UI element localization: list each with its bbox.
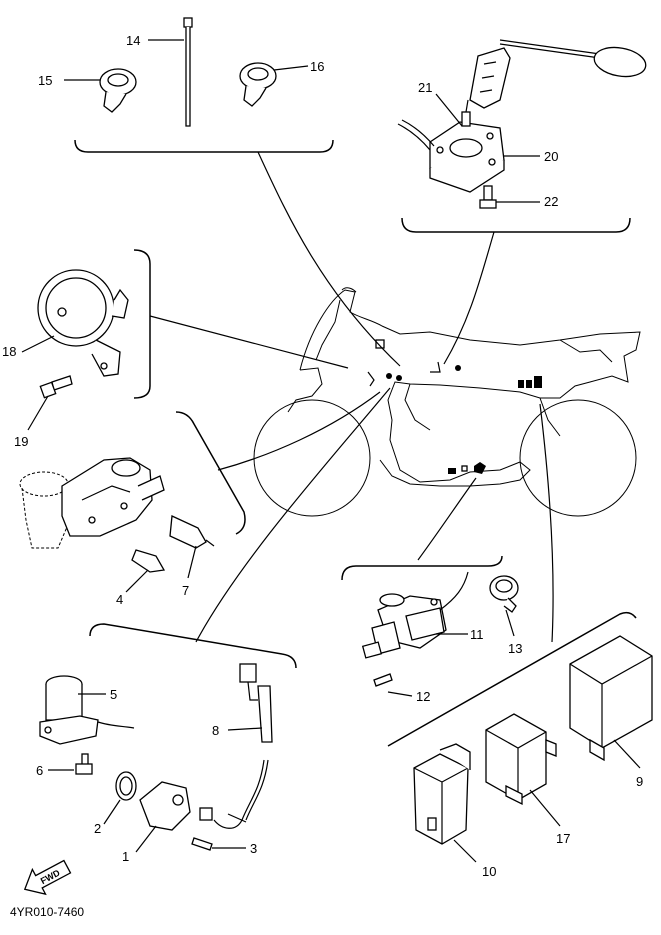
forward-direction-arrow: FWD xyxy=(23,859,72,896)
sensor-part-4 xyxy=(131,549,166,573)
leader-line-clamps xyxy=(257,151,401,367)
clamp-part-16 xyxy=(239,62,277,107)
callout-17: 17 xyxy=(556,831,570,846)
callout-13: 13 xyxy=(508,641,522,656)
callout-18: 18 xyxy=(2,344,16,359)
callout-16: 16 xyxy=(310,59,324,74)
callout-10: 10 xyxy=(482,864,496,879)
clamp-part-13 xyxy=(489,575,519,613)
part-group-thermostat: 7 4 xyxy=(19,411,246,607)
temp-sensor-part xyxy=(169,515,207,549)
relay-part-9 xyxy=(569,635,653,762)
part-group-clamps-top: 14 15 16 xyxy=(38,17,334,153)
relay-part-17 xyxy=(485,713,557,806)
part-group-pump: 11 12 13 xyxy=(341,555,522,704)
leader-line-fuel-sender xyxy=(443,231,495,365)
relay-part-10 xyxy=(413,743,471,845)
callout-14: 14 xyxy=(126,33,140,48)
leader-line-thermostat xyxy=(217,391,381,471)
horn-bolt-part xyxy=(39,375,73,399)
callout-20: 20 xyxy=(544,149,558,164)
callout-21: 21 xyxy=(418,80,432,95)
motorcycle-outline xyxy=(253,287,641,517)
callout-5: 5 xyxy=(110,687,117,702)
bolt-part-3 xyxy=(191,837,213,851)
leader-line-sensors xyxy=(195,387,391,643)
callout-4: 4 xyxy=(116,592,123,607)
callout-9: 9 xyxy=(636,774,643,789)
part-group-relays: 9 17 10 xyxy=(387,611,653,879)
catalog-code: 4YR010-7460 xyxy=(10,905,84,919)
wire-harness-part xyxy=(199,663,273,829)
cover-part xyxy=(139,781,191,831)
solenoid-part xyxy=(39,675,135,745)
callout-3: 3 xyxy=(250,841,257,856)
part-group-fuel-sender: 21 20 22 xyxy=(397,39,647,233)
callout-2: 2 xyxy=(94,821,101,836)
part-group-sensors-lower: 5 6 2 1 3 8 xyxy=(36,623,297,864)
callout-8: 8 xyxy=(212,723,219,738)
leader-line-relays xyxy=(539,403,554,643)
leader-line-pump xyxy=(417,477,477,561)
callout-15: 15 xyxy=(38,73,52,88)
part-group-horn: 18 19 xyxy=(2,249,151,449)
callout-22: 22 xyxy=(544,194,558,209)
bolt-part-12 xyxy=(373,673,393,687)
callout-19: 19 xyxy=(14,434,28,449)
bolt-part-6 xyxy=(75,763,93,775)
thermostat-housing-part xyxy=(19,457,165,549)
callout-7: 7 xyxy=(182,583,189,598)
callout-6: 6 xyxy=(36,763,43,778)
horn-part xyxy=(37,269,129,377)
callout-1: 1 xyxy=(122,849,129,864)
pump-part xyxy=(361,571,469,659)
callout-11: 11 xyxy=(470,627,484,642)
callout-12: 12 xyxy=(416,689,430,704)
leader-line-horn xyxy=(149,315,349,369)
cable-tie-part xyxy=(183,17,193,127)
clamp-part-15 xyxy=(99,68,137,113)
